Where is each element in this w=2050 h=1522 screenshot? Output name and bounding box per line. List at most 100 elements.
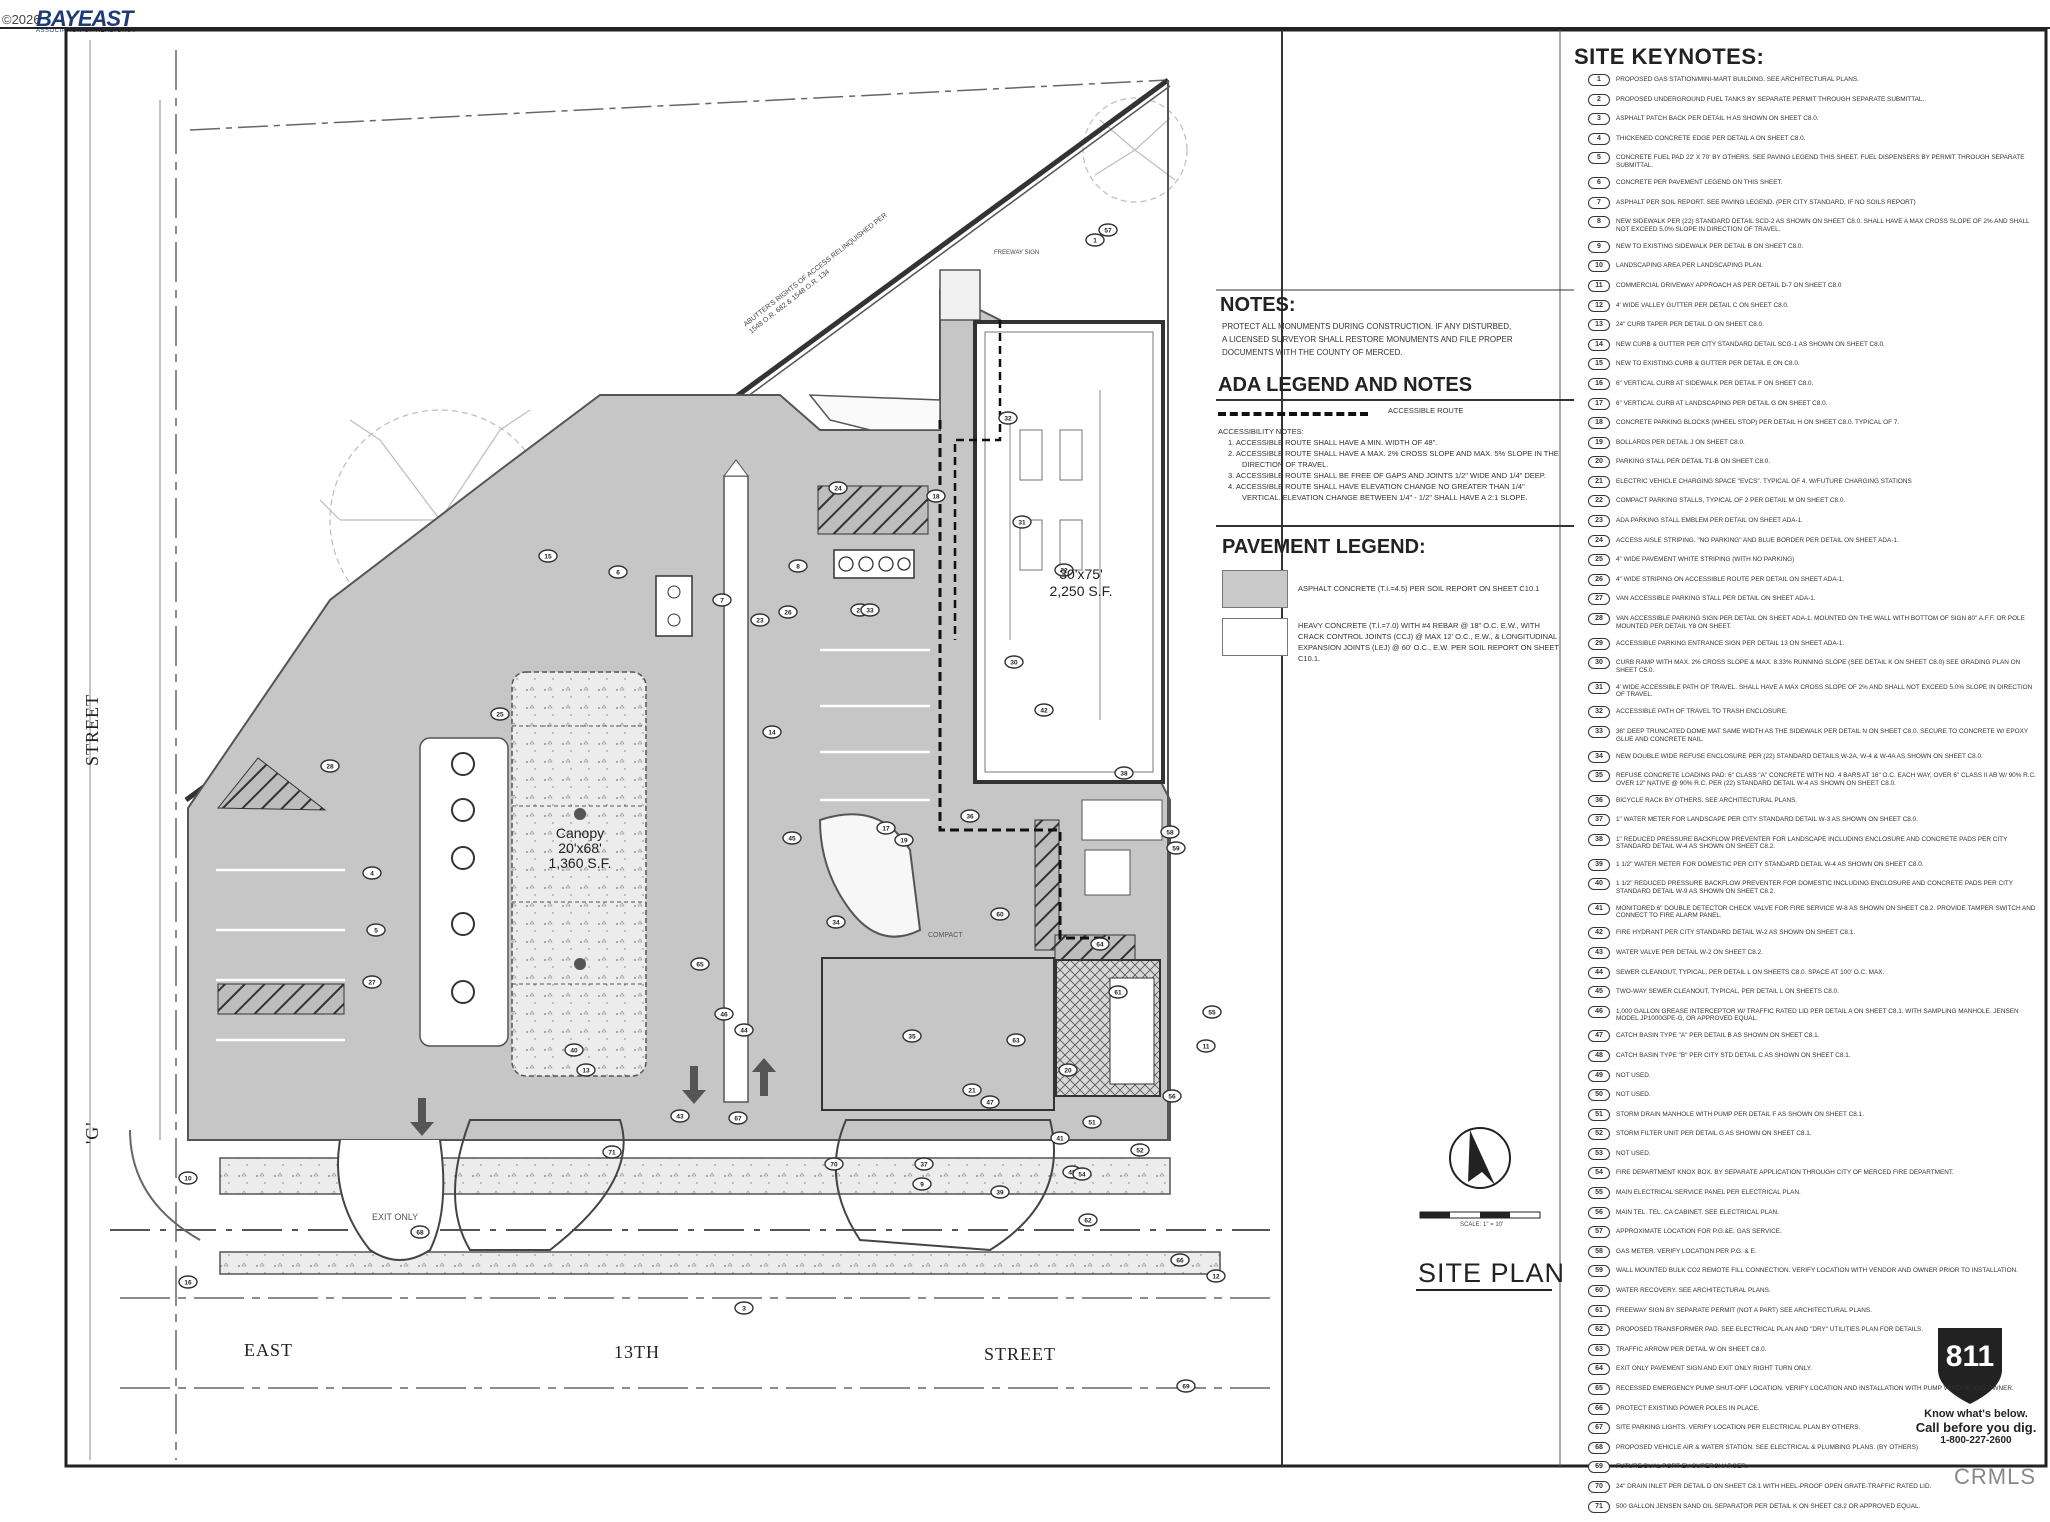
canopy-title: Canopy — [555, 825, 605, 841]
copyright-text: ©2026 — [2, 12, 41, 27]
keynote-number: 29 — [1588, 637, 1610, 650]
keynote-number: 65 — [1588, 1383, 1610, 1395]
keynote-item: 28 VAN ACCESSIBLE PARKING SIGN PER DETAIL… — [1588, 613, 2040, 630]
street-label-east: EAST — [244, 1340, 293, 1360]
callout-bubble: 24 — [828, 481, 848, 495]
keynote-text: 1,000 GALLON GREASE INTERCEPTOR W/ TRAFF… — [1616, 1007, 2019, 1023]
keynote-text: STORM DRAIN MANHOLE WITH PUMP PER DETAIL… — [1616, 1110, 1864, 1118]
keynote-item: 19 BOLLARDS PER DETAIL J ON SHEET C8.0. — [1588, 436, 2040, 449]
keynote-text: PROPOSED TRANSFORMER PAD. SEE ELECTRICAL… — [1616, 1326, 1924, 1334]
callout-bubble: 22 — [1054, 563, 1074, 577]
keynote-number: 38 — [1588, 833, 1610, 846]
pavement-legend-concrete: HEAVY CONCRETE (T.I.=7.0) WITH #4 REBAR … — [1220, 618, 1566, 674]
callout-bubble: 58 — [1160, 825, 1180, 839]
keynote-text: ADA PARKING STALL EMBLEM PER DETAIL ON S… — [1616, 517, 1803, 525]
callout-bubble: 7 — [712, 593, 732, 607]
keynote-text: NOT USED. — [1616, 1071, 1651, 1079]
callout-number: 39 — [996, 1190, 1004, 1197]
keynote-number: 9 — [1588, 240, 1610, 253]
callout-bubble: 33 — [860, 603, 880, 617]
keynote-number: 20 — [1588, 456, 1610, 469]
callout-bubble: 71 — [602, 1145, 622, 1159]
callout-bubble: 63 — [1006, 1033, 1026, 1047]
call-811-text: Know what's below. Call before you dig. … — [1908, 1408, 2044, 1446]
ada-notes: ACCESSIBILITY NOTES: 1. ACCESSIBLE ROUTE… — [1218, 426, 1564, 503]
callout-bubble: 37 — [914, 1157, 934, 1171]
building-area: 2,250 S.F. — [1049, 583, 1113, 599]
callout-number: 31 — [1018, 520, 1026, 527]
keynote-number: 45 — [1588, 986, 1610, 999]
keynote-text: NOT USED. — [1616, 1091, 1651, 1099]
keynote-number: 39 — [1588, 858, 1610, 871]
callout-number: 42 — [1040, 708, 1048, 715]
keynote-number: 25 — [1588, 554, 1610, 567]
callout-bubble: 26 — [778, 605, 798, 619]
keynote-number: 6 — [1588, 176, 1610, 189]
keynote-text: 6" VERTICAL CURB AT SIDEWALK PER DETAIL … — [1616, 379, 1814, 387]
keynote-number: 26 — [1588, 573, 1610, 586]
keynote-text: VAN ACCESSIBLE PARKING SIGN PER DETAIL O… — [1616, 615, 2025, 630]
callout-number: 32 — [1004, 416, 1012, 423]
ada-notes-heading: ACCESSIBILITY NOTES: — [1218, 427, 1304, 436]
callout-bubble: 9 — [912, 1177, 932, 1191]
callout-number: 5 — [374, 928, 378, 935]
keynote-text: MAIN ELECTRICAL SERVICE PANEL PER ELECTR… — [1616, 1189, 1801, 1197]
freeway-sign-label: FREEWAY SIGN — [994, 250, 1040, 256]
callout-bubble: 8 — [788, 559, 808, 573]
keynote-number: 21 — [1588, 475, 1610, 488]
keynote-text: 1 1/2" WATER METER FOR DOMESTIC PER CITY… — [1616, 860, 1924, 868]
keynote-number: 50 — [1588, 1089, 1610, 1102]
callout-number: 69 — [1182, 1384, 1190, 1391]
callout-number: 30 — [1010, 660, 1018, 667]
callout-number: 9 — [920, 1182, 924, 1189]
keynote-text: 24" CURB TAPER PER DETAIL D ON SHEET C8.… — [1616, 321, 1764, 329]
crmls-watermark: CRMLS — [1954, 1464, 2037, 1489]
callout-number: 36 — [966, 814, 974, 821]
keynote-text: ACCESS AISLE STRIPING. "NO PARKING" AND … — [1616, 536, 1899, 544]
ada-note-item: 4. ACCESSIBLE ROUTE SHALL HAVE ELEVATION… — [1228, 482, 1528, 502]
keynote-number: 51 — [1588, 1108, 1610, 1121]
keynote-text: BOLLARDS PER DETAIL J ON SHEET C8.0. — [1616, 438, 1745, 446]
keynote-number: 62 — [1588, 1324, 1610, 1337]
keynote-number: 52 — [1588, 1128, 1610, 1141]
keynote-number: 54 — [1588, 1167, 1610, 1180]
callout-bubble: 45 — [782, 831, 802, 845]
ada-note-item: 2. ACCESSIBLE ROUTE SHALL HAVE A MAX. 2%… — [1228, 449, 1559, 469]
keynote-number: 2 — [1588, 93, 1610, 106]
callout-bubble: 42 — [1034, 703, 1054, 717]
keynote-item: 45 TWO-WAY SEWER CLEANOUT, TYPICAL, PER D… — [1588, 986, 2040, 999]
keynote-text: 4" WIDE STRIPING ON ACCESSIBLE ROUTE PER… — [1616, 575, 1845, 583]
callout-bubble: 25 — [490, 707, 510, 721]
callout-bubble: 68 — [410, 1225, 430, 1239]
keynote-text: 4' WIDE ACCESSIBLE PATH OF TRAVEL. SHALL… — [1616, 683, 2033, 699]
keynote-item: 62 PROPOSED TRANSFORMER PAD. SEE ELECTRIC… — [1588, 1324, 2040, 1337]
keynote-text: 500 GALLON JENSEN SAND OIL SEPARATOR PER… — [1616, 1502, 1921, 1510]
keynote-text: CONCRETE FUEL PAD 22' X 70' BY OTHERS. S… — [1616, 154, 2025, 169]
keynote-text: ELECTRIC VEHICLE CHARGING SPACE "EVCS". … — [1616, 477, 1912, 485]
callout-bubble: 14 — [762, 725, 782, 739]
keynote-number: 34 — [1588, 750, 1610, 763]
canopy-label: Canopy 20'x68' 1,360 S.F. — [540, 826, 620, 871]
keynote-text: COMPACT PARKING STALLS, TYPICAL OF 2 PER… — [1616, 497, 1846, 505]
keynote-text: TWO-WAY SEWER CLEANOUT, TYPICAL, PER DET… — [1616, 988, 1839, 996]
street-label-13th: 13TH — [614, 1342, 660, 1362]
street-label-left: STREET — [82, 694, 102, 766]
callout-number: 68 — [416, 1230, 424, 1237]
callout-bubble: 61 — [1108, 985, 1128, 999]
keynote-number: 19 — [1588, 436, 1610, 449]
keynote-number: 28 — [1588, 613, 1610, 626]
keynote-number: 14 — [1588, 338, 1610, 351]
callout-bubble: 10 — [178, 1171, 198, 1185]
